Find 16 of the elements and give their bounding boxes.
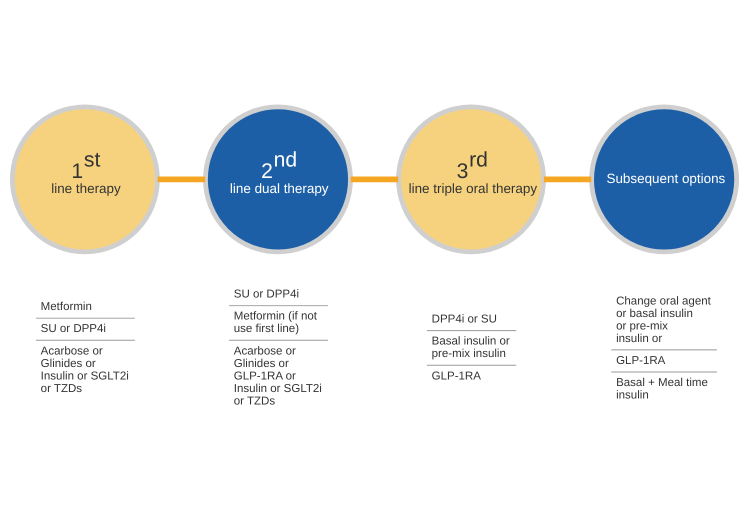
connector bbox=[158, 176, 206, 182]
node-label: Metformin bbox=[40, 300, 92, 313]
node-label: SU or DPP4i bbox=[234, 288, 300, 300]
node-label: GLP-1RA bbox=[432, 370, 481, 382]
node-circle: Subsequent options bbox=[589, 104, 740, 254]
node-label: Change oral agent or basal insulin or pre-mix insulin or bbox=[616, 294, 711, 344]
node-label: Basal insulin or pre-mix insulin bbox=[432, 335, 510, 360]
node-label: Basal + Meal time insulin bbox=[616, 376, 708, 401]
connector bbox=[350, 176, 398, 182]
node-label: Acarbose or Glinides or GLP-1RA or Insulin or SGLT2i or TZDs bbox=[234, 344, 322, 407]
node-label: GLP-1RA bbox=[616, 354, 666, 366]
node-label: Acarbose or Glinides or Insulin or SGLT2i or TZDs bbox=[40, 344, 129, 394]
node-label: SU or DPP4i bbox=[40, 322, 106, 335]
node-label: Metformin (if not use first line) bbox=[234, 310, 317, 335]
connector bbox=[544, 176, 592, 182]
node-label: DPP4i or SU bbox=[432, 313, 497, 326]
